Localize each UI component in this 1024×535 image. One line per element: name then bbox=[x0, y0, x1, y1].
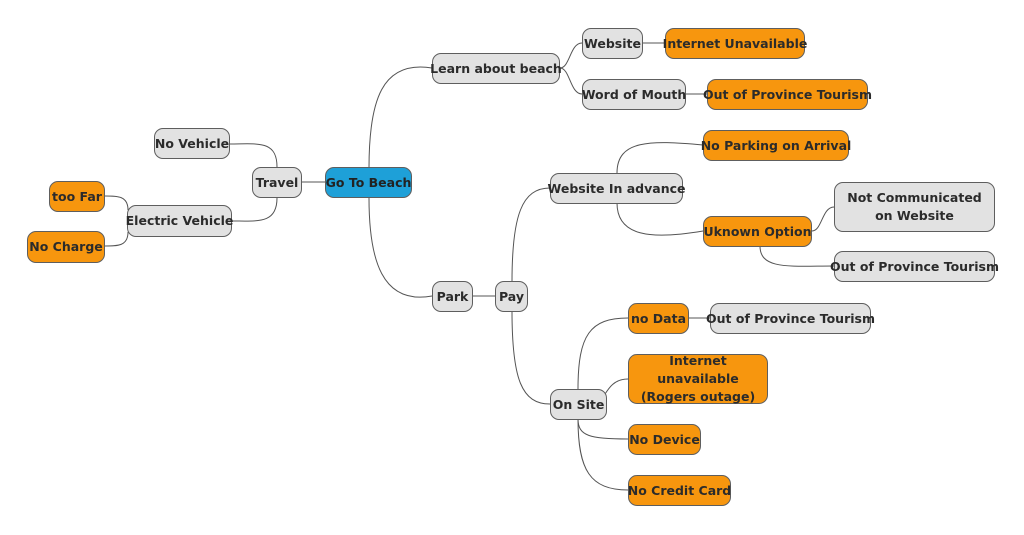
node-learn-about-beach[interactable]: Learn about beach bbox=[430, 53, 562, 84]
node-no-vehicle[interactable]: No Vehicle bbox=[154, 128, 230, 159]
node-no-data[interactable]: no Data bbox=[628, 303, 689, 334]
edge-onsite-no-device bbox=[577, 418, 629, 440]
node-no-device[interactable]: No Device bbox=[628, 424, 701, 455]
edge-unknown-oopt bbox=[759, 245, 835, 267]
node-internet-unavailable-rogers[interactable]: Internet unavailable (Rogers outage) bbox=[628, 353, 768, 404]
node-on-site[interactable]: On Site bbox=[550, 389, 607, 420]
node-out-of-province-tourism-2[interactable]: Out of Province Tourism bbox=[830, 251, 999, 282]
edge-wia-unknown bbox=[616, 202, 704, 236]
edge-ev-no-charge bbox=[104, 231, 129, 247]
node-website[interactable]: Website bbox=[582, 28, 643, 59]
edge-pay-website-advance bbox=[511, 187, 551, 283]
node-park[interactable]: Park bbox=[432, 281, 473, 312]
edge-travel-no-vehicle bbox=[229, 143, 278, 168]
edge-onsite-no-credit bbox=[577, 418, 629, 491]
node-not-communicated-on-website[interactable]: Not Communicated on Website bbox=[834, 182, 995, 232]
node-go-to-beach[interactable]: Go To Beach bbox=[325, 167, 412, 198]
node-out-of-province-tourism-1[interactable]: Out of Province Tourism bbox=[703, 79, 872, 110]
edge-root-learn bbox=[368, 66, 433, 169]
edge-onsite-no-data bbox=[577, 317, 629, 390]
node-no-parking-on-arrival[interactable]: No Parking on Arrival bbox=[701, 130, 851, 161]
node-no-charge[interactable]: No Charge bbox=[27, 231, 105, 263]
edge-learn-website bbox=[559, 42, 583, 69]
node-out-of-province-tourism-3[interactable]: Out of Province Tourism bbox=[706, 303, 875, 334]
edge-unknown-not-communicated bbox=[811, 206, 835, 232]
node-pay[interactable]: Pay bbox=[495, 281, 528, 312]
edge-learn-word-of-mouth bbox=[559, 67, 583, 95]
node-word-of-mouth[interactable]: Word of Mouth bbox=[582, 79, 686, 110]
node-no-credit-card[interactable]: No Credit Card bbox=[628, 475, 731, 506]
node-too-far[interactable]: too Far bbox=[49, 181, 105, 212]
node-internet-unavailable[interactable]: Internet Unavailable bbox=[663, 28, 807, 59]
edge-pay-on-site bbox=[511, 310, 551, 405]
edge-wia-no-parking bbox=[616, 142, 704, 174]
edge-root-park bbox=[368, 197, 433, 298]
edge-ev-too-far bbox=[104, 195, 129, 211]
node-travel[interactable]: Travel bbox=[252, 167, 302, 198]
node-electric-vehicle[interactable]: Electric Vehicle bbox=[126, 205, 233, 237]
node-website-in-advance[interactable]: Website In advance bbox=[548, 173, 685, 204]
node-unknown-option[interactable]: Uknown Option bbox=[703, 216, 812, 247]
edge-travel-electric-vehicle bbox=[231, 197, 278, 222]
